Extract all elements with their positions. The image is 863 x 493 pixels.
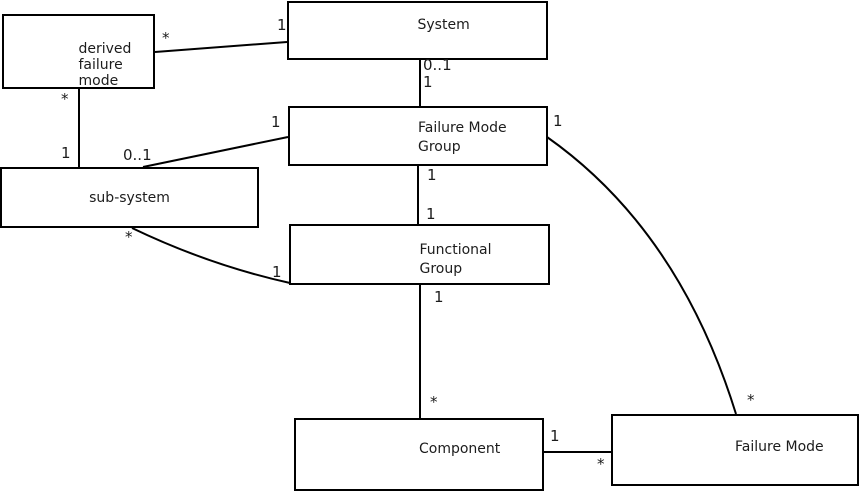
multiplicity-label: *: [747, 391, 755, 409]
connector-derived-failure-mode-system: [154, 41, 288, 53]
entity-label: sub-system: [89, 190, 170, 206]
entity-label: System: [417, 17, 470, 33]
multiplicity-label: *: [61, 90, 69, 108]
multiplicity-label: *: [430, 393, 438, 411]
multiplicity-label: 1: [434, 288, 444, 306]
entity-label: Functional Group: [419, 242, 492, 277]
multiplicity-label: *: [162, 29, 170, 47]
multiplicity-label: 1: [277, 16, 287, 34]
multiplicity-label: 1: [427, 166, 437, 184]
entity-component[interactable]: Component: [294, 418, 544, 491]
entity-derived-failure-mode[interactable]: derived failure mode: [2, 14, 155, 89]
connector-sub-system-functional-group: [131, 227, 291, 284]
multiplicity-label: 1: [426, 205, 436, 223]
multiplicity-label: 0..1: [423, 56, 452, 74]
entity-label: Failure Mode: [735, 439, 824, 455]
entity-failure-mode-group[interactable]: Failure Mode Group: [288, 106, 548, 166]
connector-sub-system-failure-mode-group: [142, 136, 289, 168]
multiplicity-label: 1: [553, 112, 563, 130]
multiplicity-label: 1: [423, 73, 433, 91]
multiplicity-label: *: [597, 455, 605, 473]
connector-failure-mode-group-failure-mode: [546, 136, 737, 415]
entity-label: Failure Mode Group: [418, 120, 507, 155]
multiplicity-label: 1: [61, 144, 71, 162]
multiplicity-label: *: [125, 228, 133, 246]
entity-failure-mode[interactable]: Failure Mode: [611, 414, 859, 486]
entity-system[interactable]: System: [287, 1, 548, 60]
entity-functional-group[interactable]: Functional Group: [289, 224, 550, 285]
multiplicity-label: 1: [272, 263, 282, 281]
entity-sub-system[interactable]: sub-system: [0, 167, 259, 228]
multiplicity-label: 1: [271, 113, 281, 131]
entity-label: Component: [419, 441, 501, 457]
multiplicity-label: 0..1: [123, 146, 152, 164]
entity-label: derived failure mode: [78, 41, 132, 89]
multiplicity-label: 1: [550, 427, 560, 445]
